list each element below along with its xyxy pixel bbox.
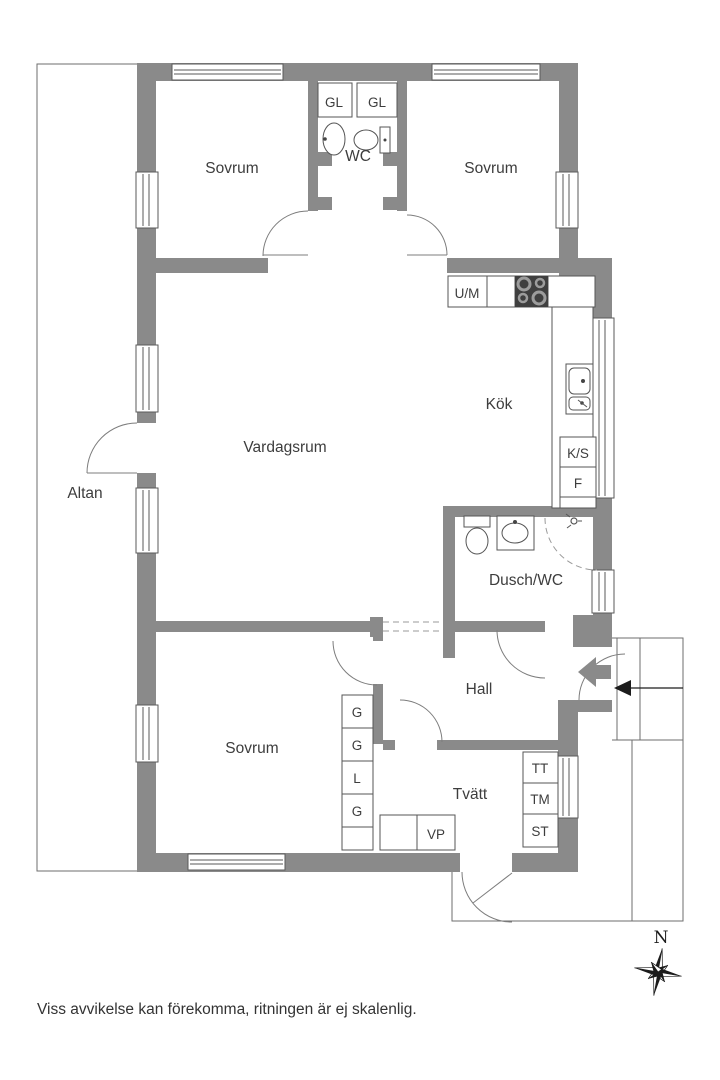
room-label-vardagsrum: Vardagsrum: [243, 439, 326, 456]
window: [431, 63, 541, 81]
dusch-sink-icon: [496, 515, 535, 551]
closet-gl1: [317, 82, 353, 118]
window: [555, 171, 579, 229]
window: [135, 171, 159, 229]
window: [555, 755, 579, 819]
window: [135, 344, 159, 413]
bedroom-top-left-door: [262, 210, 309, 257]
room-label-altan: Altan: [67, 485, 102, 502]
laundry-cabinets: [379, 751, 559, 851]
steps-direction-arrow-icon: [614, 680, 683, 696]
room-label-kok: Kök: [486, 396, 513, 413]
closet-label-l: L: [353, 771, 361, 786]
room-label-sovrum-bottom: Sovrum: [225, 740, 278, 757]
closet-label-g2: G: [352, 738, 363, 753]
cabinet-f: [559, 466, 597, 498]
altan-patio-outline: [36, 63, 140, 872]
shower-head-icon: [565, 513, 582, 529]
room-label-wc: WC: [345, 148, 371, 165]
dusch-toilet-icon: [463, 515, 491, 555]
cabinet-label-vp: VP: [427, 827, 445, 842]
closet-label-g3: G: [352, 804, 363, 819]
window: [171, 63, 284, 81]
closet-label-g1: G: [352, 705, 363, 720]
stove-icon: [515, 276, 548, 307]
cabinet-label-st: ST: [531, 824, 548, 839]
altan-door: [86, 422, 138, 474]
kitchen-sink-icon: [565, 363, 594, 415]
bedroom-top-right-door: [406, 214, 448, 256]
room-label-dusch-wc: Dusch/WC: [489, 572, 563, 589]
window: [591, 569, 615, 614]
closet-column: [341, 694, 374, 851]
cabinet-small: [559, 496, 597, 509]
windows: [135, 63, 615, 871]
room-label-hall: Hall: [466, 681, 493, 698]
disclaimer-text: Viss avvikelse kan förekomma, ritningen …: [37, 1001, 417, 1018]
cabinet-label-ks: K/S: [567, 446, 589, 461]
window: [187, 853, 286, 871]
wall-openings: [136, 423, 512, 873]
room-label-sovrum-top-left: Sovrum: [205, 160, 258, 177]
wc-toilet-icon: [353, 126, 391, 154]
tvatt-exterior-door: [461, 871, 513, 923]
window: [135, 487, 159, 554]
cabinet-label-um: U/M: [455, 286, 480, 301]
walls: [137, 63, 612, 872]
dusch-wc-door: [496, 629, 546, 679]
compass-north-label: N: [654, 928, 669, 948]
tvatt-door: [399, 699, 443, 743]
bedroom-bottom-door: [332, 640, 378, 686]
room-label-sovrum-top-right: Sovrum: [464, 160, 517, 177]
kitchen-counter-top: [447, 275, 596, 308]
compass-rose-icon: N: [634, 928, 682, 996]
window: [135, 704, 159, 763]
room-label-tvatt: Tvätt: [453, 786, 488, 803]
labels: Sovrum Sovrum Vardagsrum Kök Altan WC Du…: [67, 95, 589, 842]
entrance-arrow-icon: [578, 657, 611, 687]
cabinet-label-gl1: GL: [325, 95, 344, 110]
cabinet-label-tm: TM: [530, 792, 550, 807]
entrance-platform-outline: [451, 637, 684, 922]
wc-sink-icon: [322, 122, 346, 156]
closet-gl2: [356, 82, 398, 118]
fixtures: [317, 82, 611, 851]
cabinet-label-tt: TT: [532, 761, 549, 776]
doors: [86, 210, 626, 923]
cabinet-label-gl2: GL: [368, 95, 387, 110]
cabinet-label-f: F: [574, 476, 582, 491]
